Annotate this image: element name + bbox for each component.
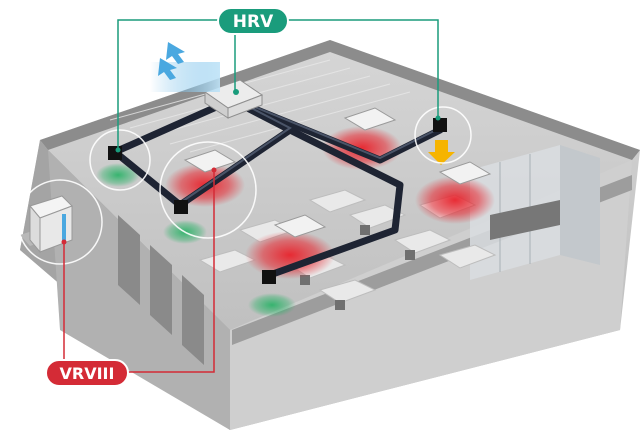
vrv-label-text: VRVIII [60,364,115,383]
office-partitions [470,145,600,280]
chairs [300,225,415,310]
warm-airflow-arrow [428,140,455,165]
hrv-label-text: HRV [233,12,274,32]
hrv-callout-lines [117,19,439,150]
hrv-unit [203,79,264,119]
vrv-anchor-dot [61,239,67,245]
vrv-anchor-dot [211,167,217,173]
cool-zones [96,163,296,317]
airflow-arrows-icon [150,42,220,92]
ceiling-cassette-units [183,107,492,238]
highlight-circles [17,106,472,265]
hrv-label: HRV [217,7,289,35]
vrv-callout-lines [63,170,215,373]
vrv-label: VRVIII [45,359,129,387]
ventilation-ducts [111,96,444,279]
left-wall-windows [118,215,204,365]
hrv-anchor-dot [115,147,121,153]
terminal-boxes [108,118,447,284]
hrv-anchor-dot [435,115,441,121]
